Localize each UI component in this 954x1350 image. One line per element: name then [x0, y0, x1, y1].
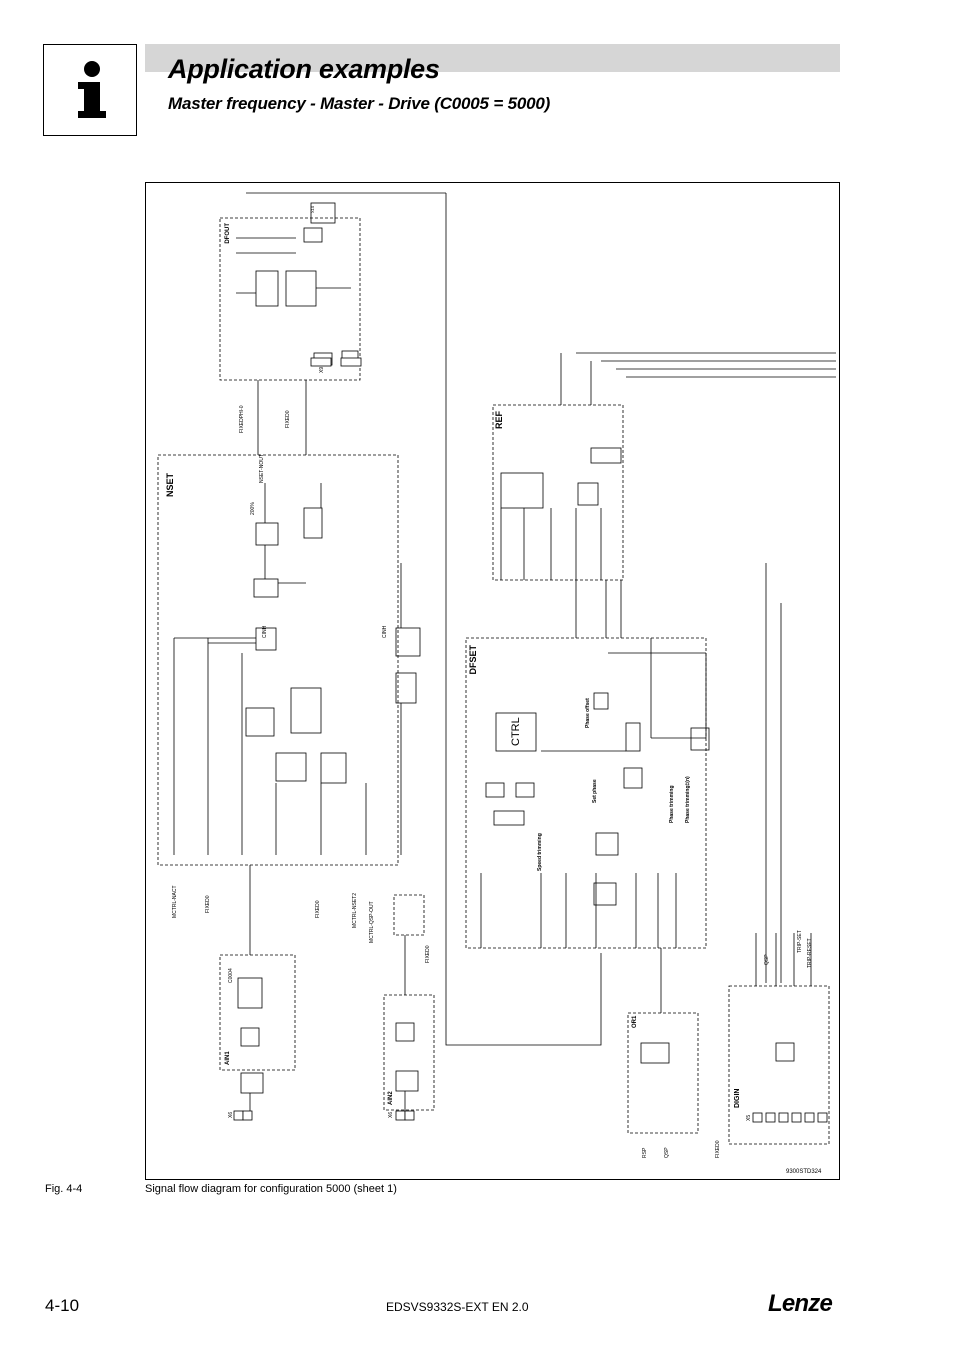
trip-set-label: TRIP-SET [797, 930, 803, 953]
nset-nout-label: NSET-NOUT [259, 454, 265, 483]
or1-label: OR1 [632, 1015, 638, 1028]
qsp-label-a: QSP [664, 1147, 670, 1158]
brand-logo: Lenze [768, 1290, 833, 1317]
ref-label: REF [494, 410, 504, 429]
title-bar [145, 44, 840, 72]
info-glyph [78, 61, 106, 118]
ctrl-label: CTRL [510, 717, 522, 746]
dfout-label: DFOUT [225, 223, 231, 244]
figure-caption: Signal flow diagram for configuration 50… [145, 1183, 397, 1195]
dfout-block-outline [219, 217, 361, 381]
trip-reset-label: TRIP-RESET [807, 938, 813, 968]
page-subtitle: Master frequency - Master - Drive (C0005… [168, 94, 551, 113]
info-icon [43, 44, 137, 136]
nset-block-outline [157, 454, 399, 866]
speed-trimming-label: Speed trimming [537, 833, 543, 871]
rsp-label: RSP [642, 1147, 648, 1158]
x5-label: X5 [746, 1115, 752, 1121]
digin-block-outline [728, 985, 830, 1145]
qsp-switch-outline [393, 894, 425, 936]
pct200-label: 200% [250, 502, 256, 515]
x6-label-a: X6 [228, 1112, 234, 1118]
ain1-label: AIN1 [225, 1051, 231, 1065]
x9-label: X9 [319, 367, 325, 373]
document-code: EDSVS9332S-EXT EN 2.0 [386, 1300, 529, 1314]
or1-block-outline [627, 1012, 699, 1134]
cinh-label-b: CINH [382, 625, 388, 638]
fixed0-label-b: FIXED0 [315, 900, 321, 918]
cinh-label-a: CINH [262, 625, 268, 638]
figure-number: Fig. 4-4 [45, 1183, 83, 1195]
mctrl-nact-label: MCTRL-NACT [172, 886, 178, 919]
phase-trimming-label: Phase trimming [669, 785, 675, 823]
phase-offset-label: Phase offset [585, 698, 591, 728]
set-phase-label: Set phase [592, 779, 598, 803]
phase-trimming-n-label: Phase trimming‡(n) [685, 776, 691, 823]
signal-flow-drawing: NSET REF DFSET DFOUT AIN1 AIN2 OR1 DIGIN… [157, 192, 836, 1175]
ref-block-outline [492, 404, 624, 581]
page-number: 4-10 [45, 1296, 80, 1315]
dfset-label: DFSET [468, 645, 478, 675]
mctrl-nset2-label: MCTRL-NSET2 [352, 893, 358, 928]
mctrl-qsp-out-label: MCTRL-QSP-OUT [369, 901, 375, 943]
dfset-block-outline [465, 637, 707, 949]
ain2-block-outline [383, 994, 435, 1111]
nset-label: NSET [165, 473, 175, 498]
fixedphi0-label: FIXEDPHI-0 [239, 405, 245, 433]
drawing-code: 9300STD324 [786, 1169, 822, 1175]
c0004-label: C0004 [228, 968, 234, 983]
fixed0-label-e: FIXED0 [715, 1140, 721, 1158]
x6-label-b: X6 [388, 1112, 394, 1118]
fixed0-label-c: FIXED0 [425, 945, 431, 963]
ain1-block-outline [219, 954, 296, 1071]
page-title: Application examples [168, 54, 440, 84]
x10-label: X10 [310, 205, 315, 213]
fixed0-label-d: FIXED0 [285, 410, 291, 428]
ain2-label: AIN2 [388, 1091, 394, 1105]
qsp-label-b: QSP [764, 954, 770, 965]
signal-flow-diagram: NSET REF DFSET DFOUT AIN1 AIN2 OR1 DIGIN… [145, 182, 840, 1180]
digin-label: DIGIN [734, 1089, 741, 1108]
fixed0-label-a: FIXED0 [205, 895, 211, 913]
